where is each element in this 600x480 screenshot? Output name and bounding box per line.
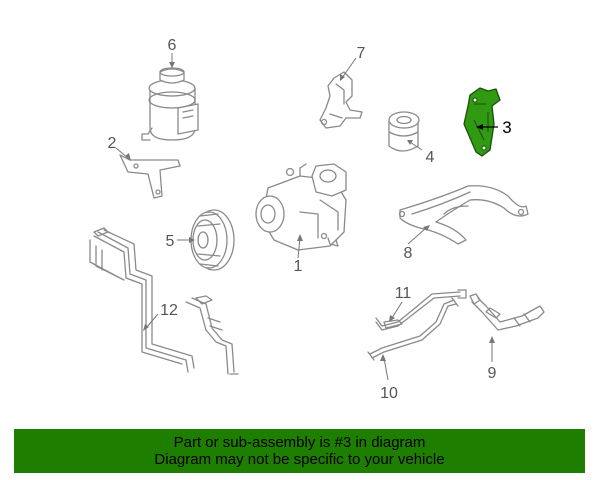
leader-8 <box>407 227 427 245</box>
part-4-damper[interactable] <box>388 111 420 152</box>
callout-8[interactable]: 8 <box>404 245 413 262</box>
part-9-return-hose[interactable] <box>469 293 545 331</box>
part-10-pressure-line[interactable] <box>367 297 459 361</box>
part-12-oil-cooler[interactable] <box>89 227 239 375</box>
leader-11 <box>391 301 403 319</box>
callout-11[interactable]: 11 <box>395 285 412 302</box>
callout-6[interactable]: 6 <box>168 37 177 54</box>
part-6-reservoir[interactable] <box>141 61 199 141</box>
callout-1[interactable]: 1 <box>294 258 303 275</box>
part-8-hose-shield[interactable] <box>398 185 529 245</box>
part-7-support-bracket[interactable] <box>319 71 363 129</box>
leader-7 <box>341 57 357 79</box>
part-2-reservoir-bracket[interactable] <box>119 154 181 199</box>
leader-1 <box>297 237 301 259</box>
callout-12[interactable]: 12 <box>160 302 178 319</box>
callout-3[interactable]: 3 <box>502 118 511 137</box>
banner-line-1: Part or sub-assembly is #3 in diagram <box>173 434 426 451</box>
leader-12 <box>145 313 159 329</box>
callout-7[interactable]: 7 <box>357 45 366 62</box>
parts-diagram: 6 2 7 3 4 5 1 8 12 11 10 9 <box>89 37 545 402</box>
info-banner: Part or sub-assembly is #3 in diagram Di… <box>14 429 585 473</box>
callout-10[interactable]: 10 <box>380 385 398 402</box>
callout-9[interactable]: 9 <box>488 365 497 382</box>
part-11-pressure-line[interactable] <box>375 289 467 331</box>
leader-4 <box>409 141 423 151</box>
callout-5[interactable]: 5 <box>166 233 175 250</box>
part-5-pulley[interactable] <box>190 209 235 271</box>
banner-line-2: Diagram may not be specific to your vehi… <box>154 451 445 468</box>
part-3-pump-bracket[interactable] <box>463 87 501 157</box>
callout-2[interactable]: 2 <box>108 135 117 152</box>
callout-4[interactable]: 4 <box>426 149 435 166</box>
part-1-power-steering-pump[interactable] <box>255 163 347 251</box>
leader-10 <box>383 357 389 381</box>
